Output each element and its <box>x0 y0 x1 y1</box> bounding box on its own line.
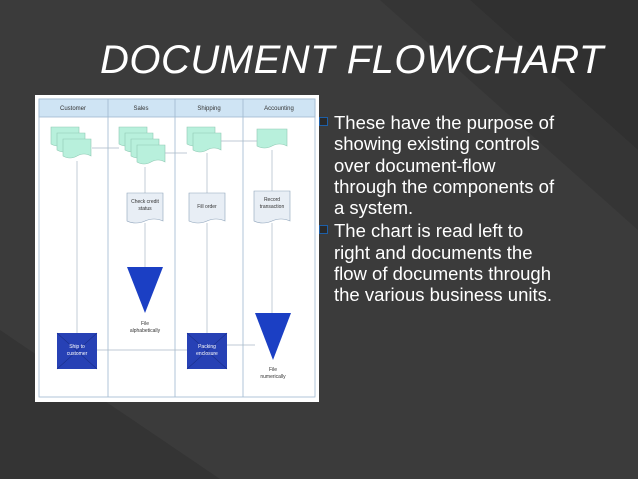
document-accounting <box>256 128 288 149</box>
document-flowchart-diagram: Customer Sales Shipping Accounting <box>35 95 319 402</box>
step-record-transaction-line2: transaction <box>260 204 285 210</box>
step-record-transaction-line1: Record <box>264 197 280 203</box>
slide-title: DOCUMENT FLOWCHART <box>100 38 604 82</box>
bullet-item: These have the purpose of showing existi… <box>318 112 558 218</box>
step-check-credit-line1: Check credit <box>131 199 159 205</box>
step-check-credit-line2: status <box>138 206 152 212</box>
box-ship-to-customer: Ship to customer <box>56 332 98 370</box>
step-fill-order-label: Fill order <box>197 204 217 210</box>
document-stack-shipping <box>186 126 222 153</box>
bullet-square-icon <box>318 112 334 133</box>
bullet-item: The chart is read left to right and docu… <box>318 220 558 305</box>
document-stack-customer <box>50 126 92 159</box>
box-packing-line1: Packing <box>198 344 216 350</box>
storage-alpha-line1: File <box>141 321 149 327</box>
lane-title-sales: Sales <box>133 106 148 112</box>
box-packing-line2: enclosure <box>196 351 218 357</box>
bullet-text: These have the purpose of showing existi… <box>334 112 555 219</box>
step-check-credit-status: Check credit status <box>126 192 164 224</box>
storage-file-numerically: File numerically <box>255 313 291 380</box>
box-ship-line1: Ship to <box>69 344 85 350</box>
document-stack-sales <box>118 126 166 165</box>
bullet-square-icon <box>318 220 334 241</box>
storage-file-alphabetically: File alphabetically <box>127 267 163 334</box>
step-record-transaction: Record transaction <box>253 190 291 224</box>
storage-numeric-line1: File <box>269 367 277 373</box>
bullet-list: These have the purpose of showing existi… <box>318 112 558 306</box>
bullet-text: The chart is read left to right and docu… <box>334 220 553 306</box>
box-ship-line2: customer <box>67 351 88 357</box>
storage-numeric-line2: numerically <box>260 374 286 380</box>
box-packing-enclosure: Packing enclosure <box>186 332 228 370</box>
storage-alpha-line2: alphabetically <box>130 328 161 334</box>
lane-title-accounting: Accounting <box>264 106 294 112</box>
lane-title-shipping: Shipping <box>197 106 220 112</box>
lane-title-customer: Customer <box>60 106 86 112</box>
step-fill-order: Fill order <box>188 192 226 224</box>
